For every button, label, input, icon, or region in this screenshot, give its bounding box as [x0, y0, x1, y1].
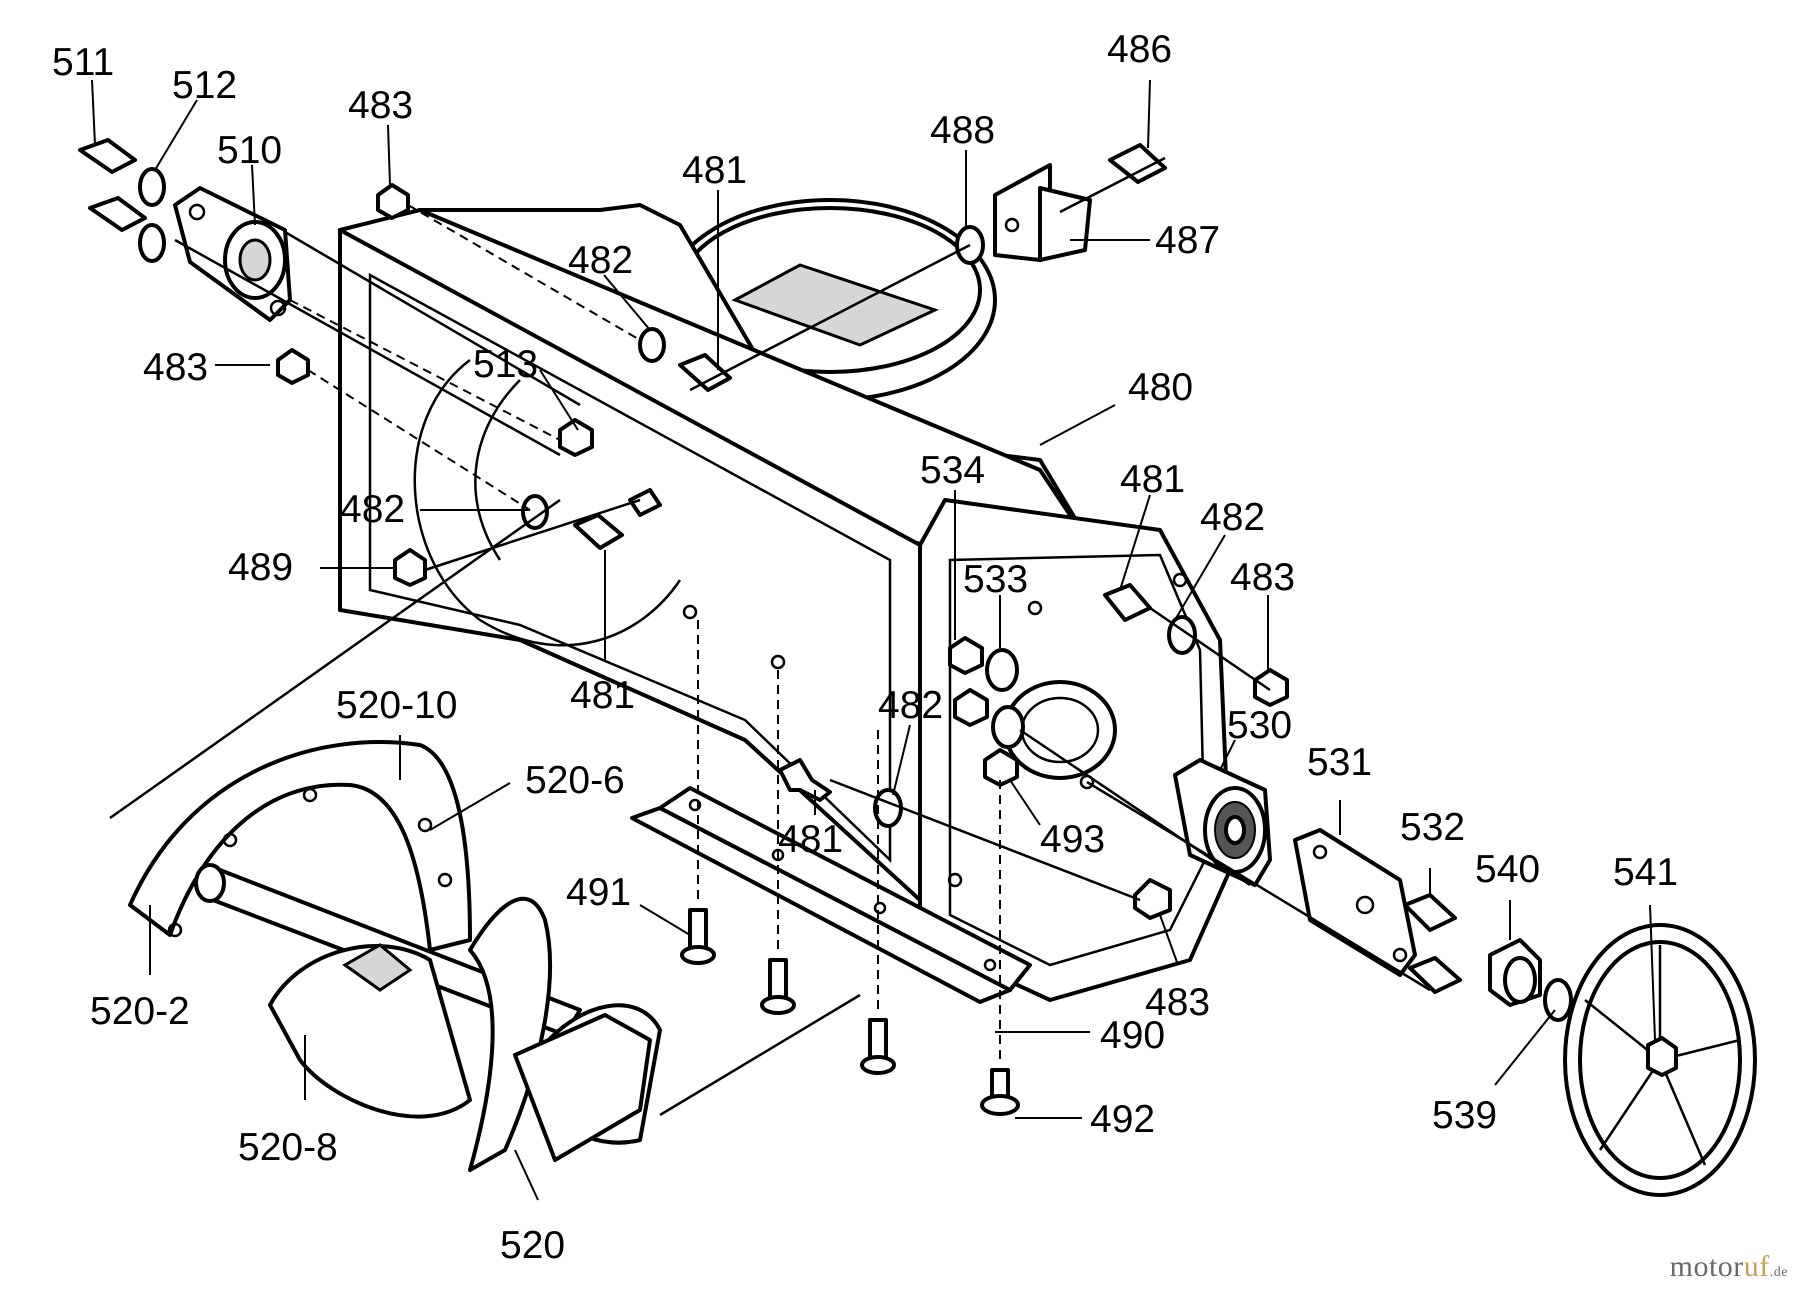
- watermark-main: motor: [1669, 1250, 1744, 1283]
- label-483-right: 483: [1230, 556, 1295, 599]
- label-483-top: 483: [348, 84, 413, 127]
- label-490: 490: [1100, 1014, 1165, 1057]
- label-493: 493: [1040, 818, 1105, 861]
- label-539: 539: [1432, 1094, 1497, 1137]
- bolts-532: [1403, 893, 1462, 994]
- nut-483-lower: [1133, 878, 1172, 920]
- nuts-534: [948, 636, 989, 727]
- label-481-mid: 481: [570, 674, 635, 717]
- label-532: 532: [1400, 806, 1465, 849]
- label-480: 480: [1128, 366, 1193, 409]
- pulley-541: [1563, 923, 1757, 1197]
- bearing-flange-510: [173, 186, 292, 322]
- nut-493: [983, 748, 1019, 787]
- nut-489: [393, 548, 427, 587]
- bolts-511: [78, 138, 147, 232]
- label-541: 541: [1613, 851, 1678, 894]
- label-492: 492: [1090, 1098, 1155, 1141]
- label-520-6: 520-6: [525, 759, 625, 802]
- label-533: 533: [963, 558, 1028, 601]
- bearing-flange-530: [1173, 758, 1272, 887]
- label-511: 511: [52, 41, 114, 84]
- fan-housing-480: [338, 198, 1232, 1002]
- label-534: 534: [920, 449, 985, 492]
- chute-bracket-487: [993, 163, 1092, 262]
- label-483-lower: 483: [1145, 981, 1210, 1024]
- watermark-accent: uf: [1743, 1250, 1770, 1283]
- label-481-lower: 481: [778, 818, 843, 861]
- leader-lines: [91, 79, 1656, 1201]
- scraper-bar-490: [630, 786, 1032, 1004]
- watermark-suffix: .de: [1769, 1265, 1788, 1280]
- nuts-483-left: [276, 183, 410, 385]
- washers-533: [985, 648, 1025, 749]
- bolt-486: [1108, 143, 1167, 184]
- label-482-left: 482: [340, 488, 405, 531]
- label-540: 540: [1475, 848, 1540, 891]
- nut-483-right: [1253, 668, 1289, 707]
- label-520-8: 520-8: [238, 1126, 338, 1169]
- label-512: 512: [172, 64, 237, 107]
- bolts-481-left: [573, 353, 732, 550]
- label-488: 488: [930, 109, 995, 152]
- label-487: 487: [1155, 219, 1220, 262]
- washer-539: [1543, 978, 1573, 1022]
- auger-assembly-520: [128, 740, 662, 1172]
- nut-513: [558, 418, 594, 457]
- label-482-lower: 482: [878, 684, 943, 727]
- label-513: 513: [473, 343, 538, 386]
- label-520-2: 520-2: [90, 990, 190, 1033]
- carriage-bolt-481-lower: [778, 758, 832, 802]
- label-530: 530: [1227, 704, 1292, 747]
- label-520-10: 520-10: [336, 684, 457, 727]
- label-510: 510: [217, 129, 282, 172]
- label-483-left: 483: [143, 346, 208, 389]
- label-481-top: 481: [682, 149, 747, 192]
- label-486: 486: [1107, 28, 1172, 71]
- label-482-top: 482: [568, 239, 633, 282]
- label-520: 520: [500, 1224, 565, 1267]
- part-labels: 511 512 510 483 481 482 488 486 487 483 …: [52, 28, 1678, 1267]
- bolt-492: [980, 1068, 1020, 1116]
- alignment-lines: [109, 156, 1431, 1117]
- washers-512: [138, 167, 166, 263]
- flange-plate-531: [1293, 828, 1417, 977]
- bolts-491: [680, 908, 896, 1075]
- label-482-right: 482: [1200, 496, 1265, 539]
- watermark-logo: motoruf.de: [1670, 1250, 1788, 1284]
- washers-482-left: [521, 327, 666, 530]
- label-531: 531: [1307, 741, 1372, 784]
- label-491: 491: [566, 871, 631, 914]
- label-481-right: 481: [1120, 458, 1185, 501]
- spacer-540: [1488, 938, 1542, 1007]
- label-489: 489: [228, 546, 293, 589]
